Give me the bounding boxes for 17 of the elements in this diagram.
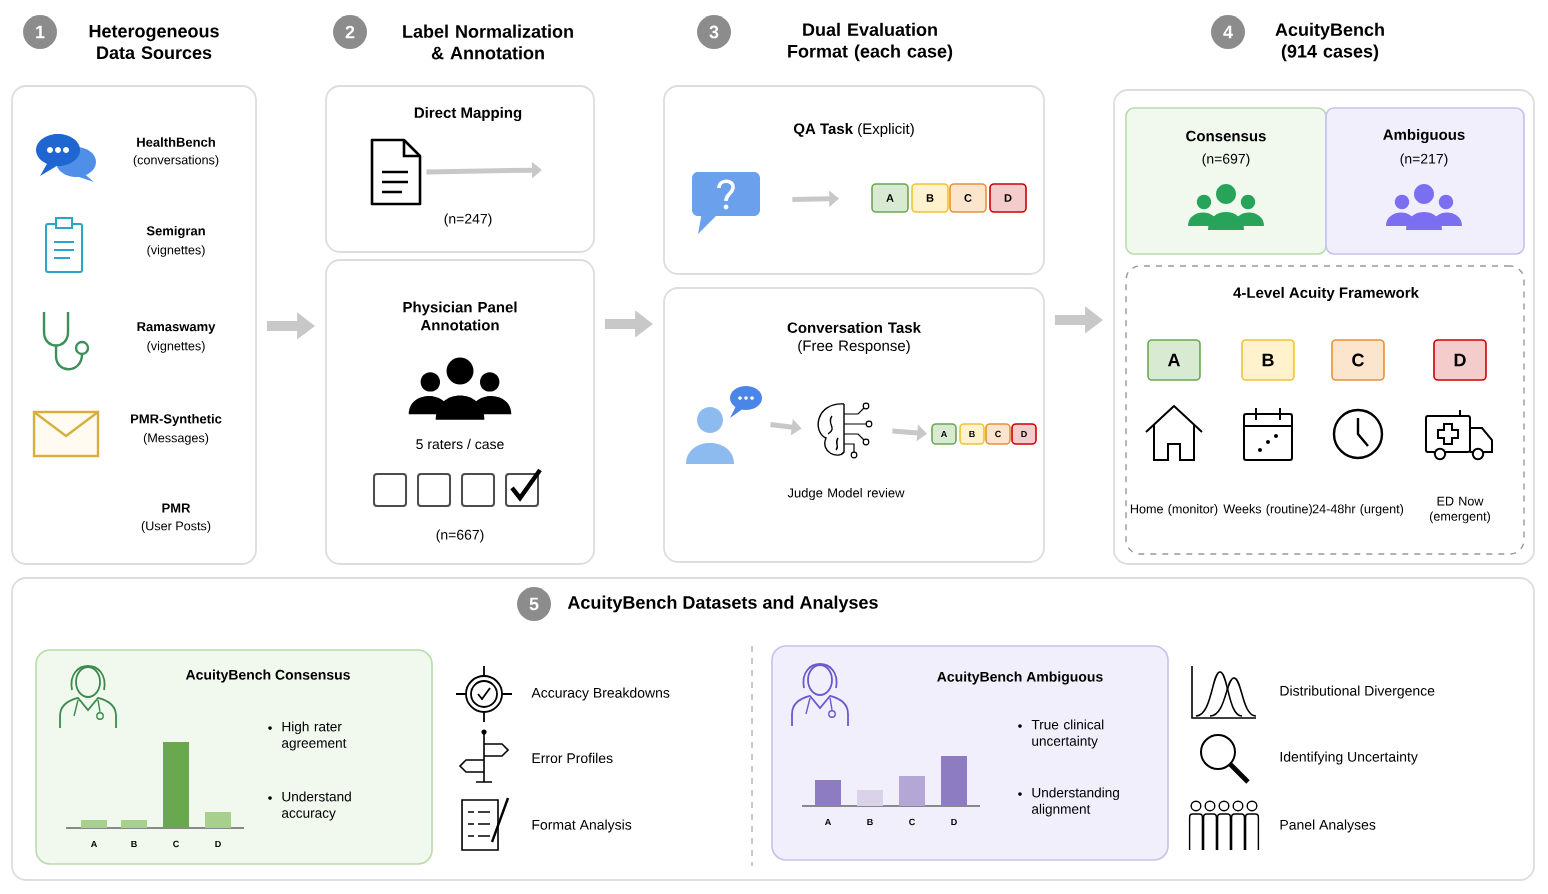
question-bubble-icon: [692, 172, 760, 234]
level-box: D: [1433, 339, 1487, 381]
step-heading: Heterogeneous Data Sources: [89, 24, 219, 60]
step-heading: AcuityBench (914 cases): [1275, 22, 1384, 62]
level-box: C: [1331, 339, 1385, 381]
level-box: B: [1241, 339, 1295, 381]
step-badge: 4: [1211, 15, 1245, 49]
step-badge: 3: [697, 15, 731, 49]
step-heading: Dual Evaluation Format (each case): [788, 22, 953, 62]
step-heading: AcuityBench Datasets and Analyses: [567, 595, 878, 613]
step-badge: 5: [517, 587, 551, 621]
person-icon: [686, 386, 762, 464]
step-heading: Label Normalization & Annotation: [403, 24, 573, 60]
step-badge: 1: [23, 15, 58, 49]
step-badge: 2: [333, 15, 367, 49]
document-icon: [370, 138, 422, 206]
level-box: A: [1147, 339, 1201, 381]
